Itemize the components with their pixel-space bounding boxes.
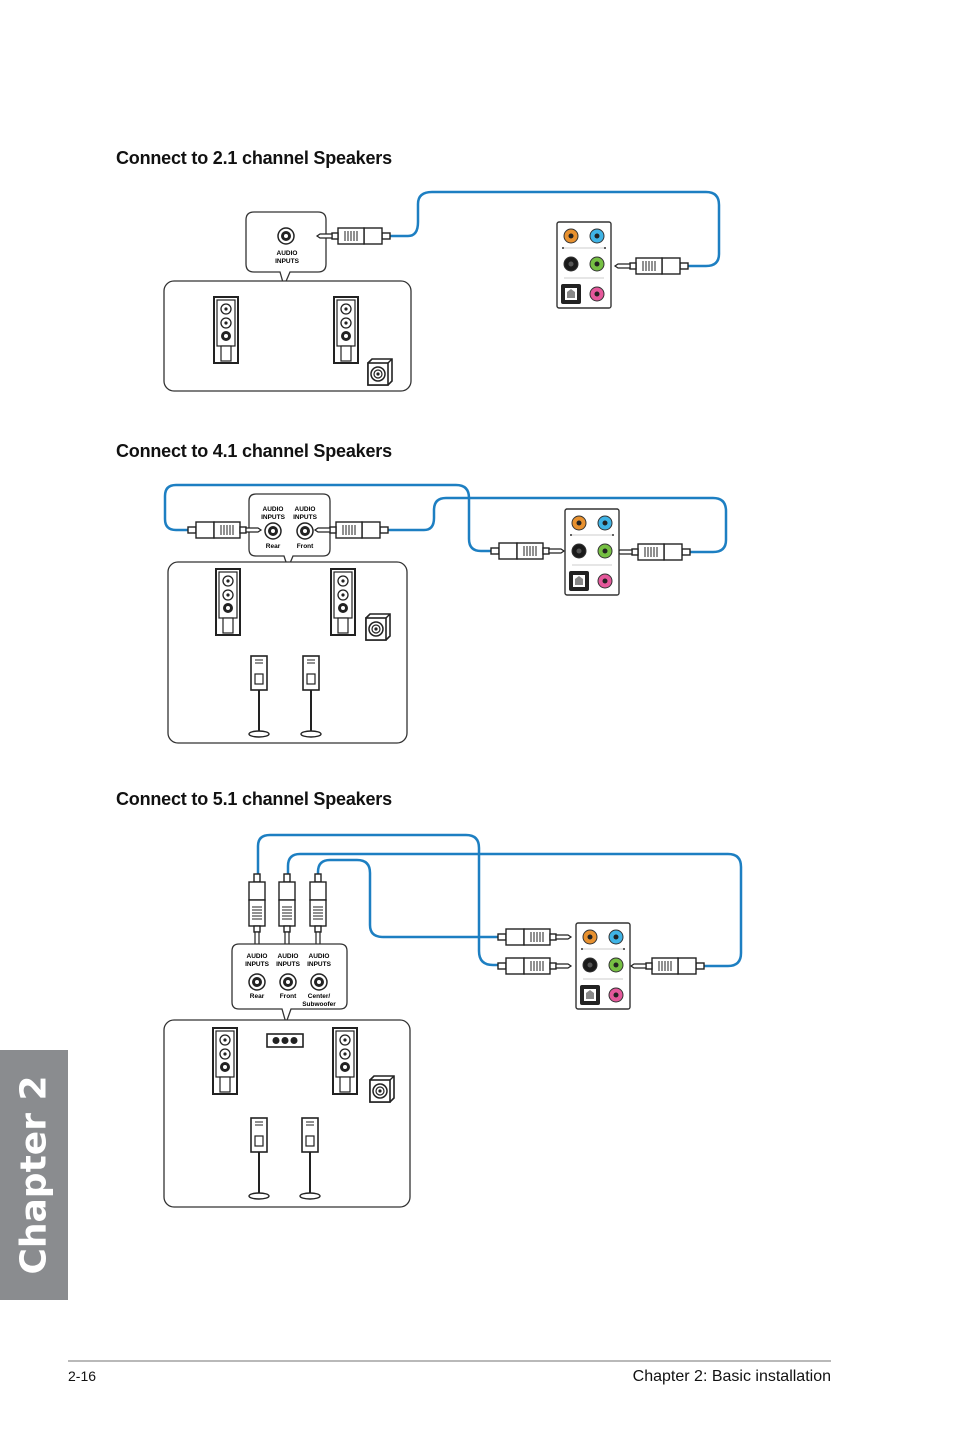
audio-inputs-label: INPUTS [261, 514, 286, 521]
page-number: 2-16 [68, 1368, 97, 1384]
subwoofer [367, 358, 393, 386]
audio-inputs-label: AUDIO [263, 506, 284, 513]
section-heading-2-1: Connect to 2.1 channel Speakers [116, 148, 392, 168]
front-left-speaker [215, 568, 241, 636]
port-label-front: Front [297, 543, 314, 550]
audio-inputs-label: AUDIO [278, 953, 299, 960]
rear-io-panel [564, 508, 620, 596]
chapter-side-tab: Chapter 2 [0, 1050, 68, 1300]
chapter-tab-label: Chapter 2 [13, 1075, 55, 1275]
audio-inputs-label: AUDIO [247, 953, 268, 960]
audio-plug [309, 873, 327, 948]
audio-plug [630, 957, 705, 975]
diagram-4-1-channel: AUDIO INPUTS AUDIO INPUTS Rear Front [163, 483, 728, 744]
audio-inputs-label: INPUTS [276, 961, 301, 968]
audio-plug [490, 542, 565, 560]
footer-chapter-title: Chapter 2: Basic installation [632, 1368, 831, 1385]
port-label-rear: Rear [250, 993, 265, 1000]
audio-cable-center [316, 858, 498, 939]
rear-io-panel [575, 922, 631, 1010]
audio-plug [248, 873, 266, 948]
audio-plug [614, 257, 689, 275]
audio-inputs-label: AUDIO [295, 506, 316, 513]
audio-plug [316, 227, 391, 245]
audio-cable-front [388, 496, 728, 554]
front-right-speaker [333, 296, 359, 364]
audio-inputs-label: INPUTS [307, 961, 332, 968]
audio-plug [497, 928, 572, 946]
audio-cable [390, 190, 721, 268]
front-left-speaker [213, 296, 239, 364]
rear-io-panel [556, 221, 612, 309]
diagram-5-1-channel: AUDIO INPUTS AUDIO INPUTS AUDIO INPUTS R… [163, 833, 743, 1208]
audio-inputs-label: INPUTS [245, 961, 270, 968]
audio-plug [497, 957, 572, 975]
footer-divider [68, 1360, 831, 1362]
audio-cable-rear [163, 483, 491, 553]
audio-inputs-label: INPUTS [275, 258, 300, 265]
audio-plug [278, 873, 296, 948]
subwoofer [365, 613, 391, 641]
diagram-2-1-channel: AUDIO INPUTS [163, 190, 721, 392]
port-label-rear: Rear [266, 543, 281, 550]
front-left-speaker [212, 1027, 238, 1095]
section-heading-4-1: Connect to 4.1 channel Speakers [116, 441, 392, 461]
front-right-speaker [330, 568, 356, 636]
audio-cable-rear [256, 833, 498, 967]
audio-cable-front [286, 852, 743, 968]
front-right-speaker [332, 1027, 358, 1095]
audio-inputs-label: INPUTS [293, 514, 318, 521]
port-label-subwoofer: Subwoofer [302, 1001, 336, 1008]
audio-inputs-label: AUDIO [277, 250, 298, 257]
port-label-front: Front [280, 993, 297, 1000]
subwoofer [369, 1075, 395, 1103]
center-speaker [266, 1033, 304, 1048]
port-label-center: Center/ [308, 993, 331, 1000]
audio-plug [616, 543, 691, 561]
audio-inputs-label: AUDIO [309, 953, 330, 960]
section-heading-5-1: Connect to 5.1 channel Speakers [116, 789, 392, 809]
